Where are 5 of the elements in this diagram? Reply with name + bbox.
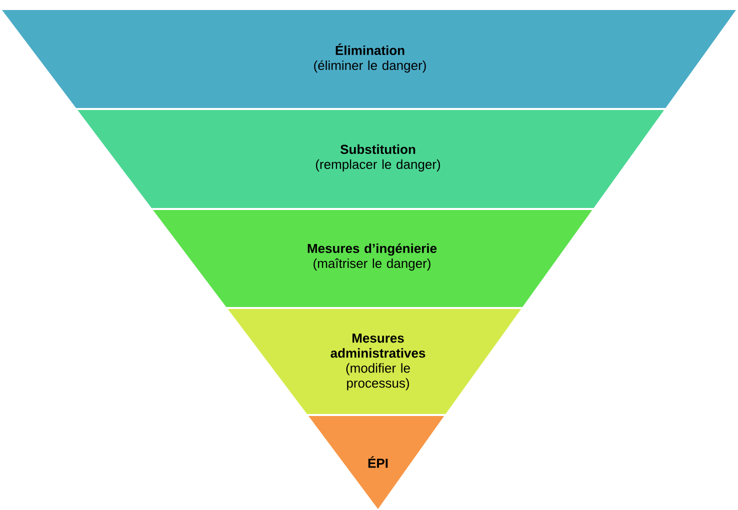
- pyramid-band: ÉPI: [308, 416, 444, 509]
- pyramid-band: Mesures d’ingénierie (maîtriser le danger): [153, 210, 592, 307]
- pyramid-band: Élimination (éliminer le danger): [2, 10, 736, 108]
- pyramid-band: Mesures administratives (modifier le processus): [228, 309, 522, 414]
- pyramid-band: Substitution (remplacer le danger): [78, 110, 664, 208]
